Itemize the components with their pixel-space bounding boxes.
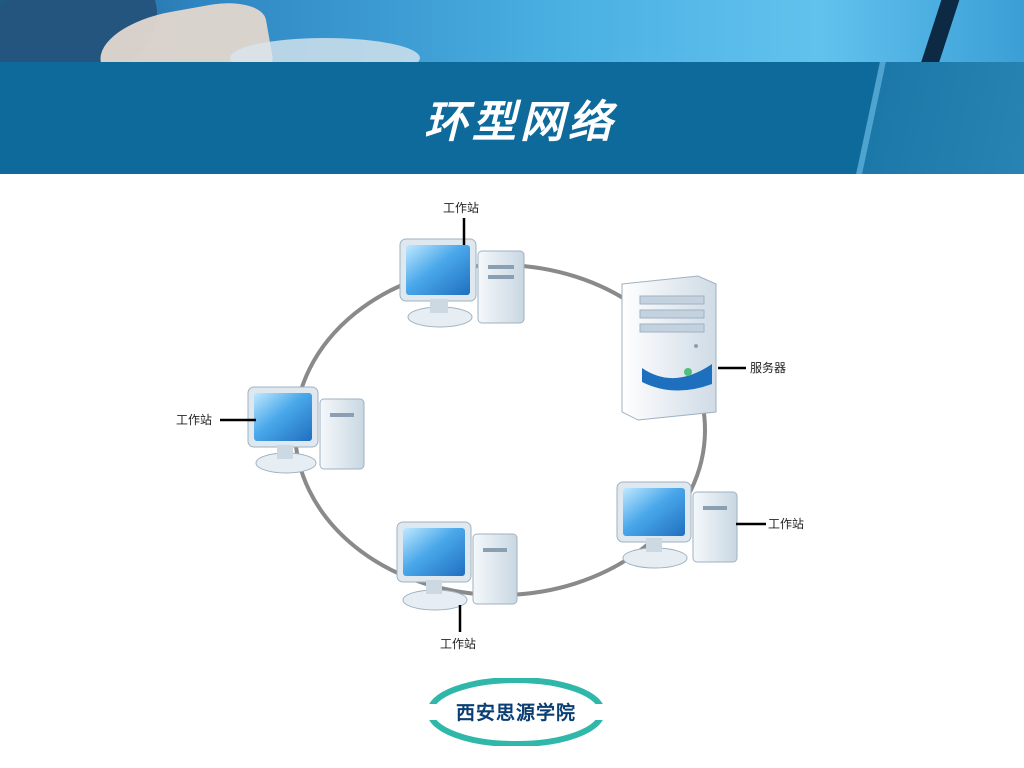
pc-case [692, 491, 738, 563]
workstation-label-top: 工作站 [443, 201, 479, 215]
logo-emblem [427, 677, 605, 747]
monitor-screen [403, 528, 465, 576]
monitor-screen [623, 488, 685, 536]
logo-text: 西安思源学院 [455, 702, 576, 724]
workstation-right [616, 481, 738, 569]
pc-drive [483, 548, 507, 552]
school-logo: 西安思源学院 [427, 677, 605, 747]
title-band: 环型网络 [0, 62, 1024, 174]
workstation-label-right: 工作站 [768, 517, 804, 531]
header-photo [0, 0, 1024, 62]
pc-drive [488, 265, 514, 269]
workstation-top [399, 238, 525, 328]
ring-network-diagram: 工作站 工作站 工作站 工作站 [176, 201, 804, 651]
logo-inner [438, 688, 594, 736]
monitor-neck [646, 538, 662, 552]
workstation-label-bottom: 工作站 [440, 637, 476, 651]
pc-case [472, 533, 518, 605]
server-label: 服务器 [750, 360, 786, 375]
pc-case [477, 250, 525, 324]
workstation-left [247, 386, 365, 474]
server-bay [639, 295, 705, 305]
pc-drive [330, 413, 354, 417]
monitor-neck [277, 445, 293, 459]
slide-title: 环型网络 [424, 97, 616, 148]
monitor-screen [254, 393, 312, 441]
server-swoosh [642, 364, 712, 391]
workstation-bottom [396, 521, 518, 611]
server-bay [639, 309, 705, 319]
monitor-screen [406, 245, 470, 295]
pc-drive [703, 506, 727, 510]
workstation-label-left: 工作站 [176, 413, 212, 427]
monitor-neck [430, 299, 448, 313]
monitor-neck [426, 580, 442, 594]
server-bay [639, 323, 705, 333]
server-led [694, 344, 698, 348]
pc-drive [488, 275, 514, 279]
power-button [684, 368, 692, 376]
photo-shape [915, 0, 963, 62]
pc-case [319, 398, 365, 470]
server [621, 275, 717, 421]
